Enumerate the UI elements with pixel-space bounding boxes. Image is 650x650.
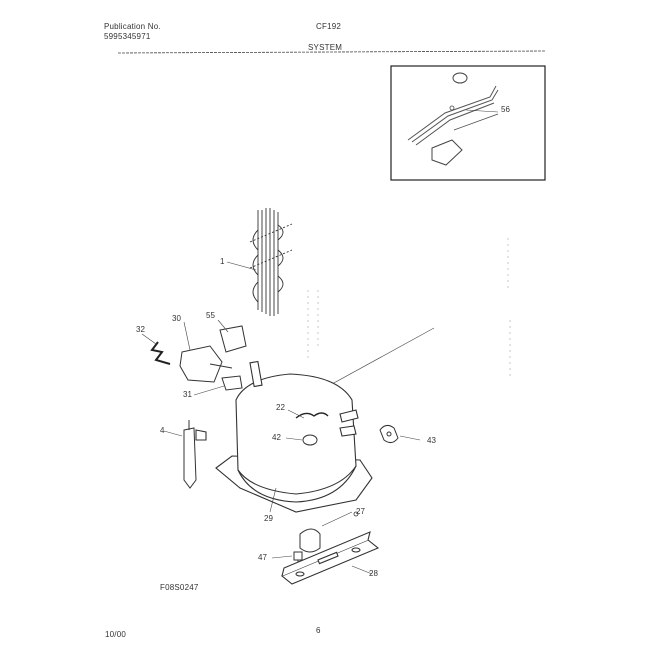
callout-27: 27 — [356, 507, 365, 516]
publication-label: Publication No. — [104, 22, 161, 31]
callout-56: 56 — [501, 105, 510, 114]
callout-47: 47 — [258, 553, 267, 562]
compressor — [195, 360, 373, 513]
inset-detail — [390, 65, 546, 181]
footer-date: 10/00 — [105, 630, 127, 639]
callout-31: 31 — [183, 390, 192, 399]
model-number: CF192 — [316, 22, 342, 31]
publication-number: 5995345971 — [104, 32, 151, 41]
clip-43 — [379, 424, 399, 444]
grommet-42 — [302, 434, 318, 446]
wire-harness — [150, 341, 171, 365]
callout-22: 22 — [276, 403, 285, 412]
relay-assembly — [179, 325, 247, 391]
page-number: 6 — [316, 626, 321, 635]
callout-42: 42 — [272, 433, 281, 442]
callout-55: 55 — [206, 311, 215, 320]
header-rule — [117, 50, 546, 54]
callout-43: 43 — [427, 436, 436, 445]
filter-drier — [183, 420, 197, 489]
section-title: SYSTEM — [308, 43, 343, 52]
callout-4: 4 — [160, 426, 165, 435]
grommet-27 — [299, 528, 321, 553]
callout-32: 32 — [136, 325, 145, 334]
callout-1: 1 — [220, 257, 225, 266]
figure-id: F08S0247 — [160, 583, 199, 592]
callout-29: 29 — [264, 514, 273, 523]
inset-frame — [390, 65, 546, 181]
condenser-coil — [249, 208, 293, 316]
callout-30: 30 — [172, 314, 181, 323]
base-plate — [280, 531, 380, 585]
callout-28: 28 — [369, 569, 378, 578]
clip-22 — [295, 412, 329, 419]
